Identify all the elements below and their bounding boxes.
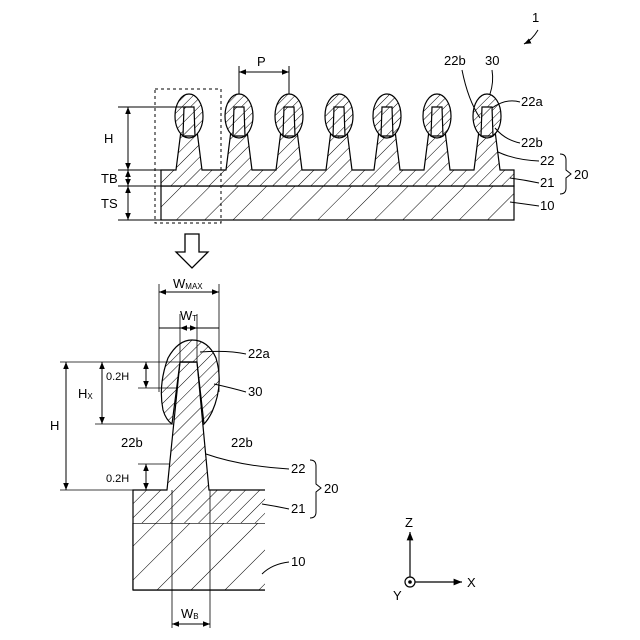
base-layer-label: 21	[540, 175, 554, 190]
substrate-10	[161, 186, 514, 220]
wmax-label: WMAX	[173, 276, 203, 291]
substrate-label: 10	[540, 198, 554, 213]
detail-substrate	[133, 523, 265, 590]
z-axis-label: Z	[405, 515, 413, 530]
pitch-label: P	[257, 54, 266, 69]
detail-tip-end-label: 22a	[248, 346, 270, 361]
detail-side-right-label: 22b	[231, 435, 253, 450]
detail-base-layer-label: 21	[291, 501, 305, 516]
pitch-dimension: P	[239, 54, 289, 94]
detail-height-label: H	[50, 418, 59, 433]
figure-number: 1	[532, 10, 539, 25]
detail-protrusion-label: 22	[291, 461, 305, 476]
height-label: H	[104, 131, 113, 146]
detail-structure-brace	[310, 460, 321, 518]
enlarge-arrow	[176, 234, 208, 268]
wt-label: WT	[180, 308, 197, 323]
tip-end-label: 22a	[521, 94, 543, 109]
top-fraction-label: 0.2H	[106, 371, 129, 383]
detail-substrate-label: 10	[291, 554, 305, 569]
wb-label: WB	[181, 606, 199, 621]
tip-slope-label: 22b	[444, 53, 466, 68]
structure-brace	[560, 154, 571, 194]
x-axis-label: X	[467, 575, 476, 590]
y-axis-label: Y	[393, 588, 402, 603]
detail-structure-label: 20	[324, 481, 338, 496]
protrusion-label: 22	[540, 153, 554, 168]
hx-label: HX	[78, 386, 93, 401]
detail-coating-label: 30	[248, 384, 262, 399]
detail-cross-section: WMAX WT WB H HX 0.2H 0.2H 22a 30 22b 22b	[50, 276, 338, 628]
structure-label: 20	[574, 167, 588, 182]
base-thickness-label: TB	[101, 171, 118, 186]
coating-label: 30	[485, 53, 499, 68]
side-face-label: 22b	[521, 135, 543, 150]
coordinate-axes: Z X Y	[393, 515, 476, 603]
top-cross-section: P H TB TS 22b 30 22a 22b 22 21	[101, 53, 588, 223]
bottom-fraction-label: 0.2H	[106, 473, 129, 485]
figure-number-arrow	[524, 30, 538, 44]
substrate-thickness-label: TS	[101, 196, 118, 211]
detail-side-left-label: 22b	[121, 435, 143, 450]
